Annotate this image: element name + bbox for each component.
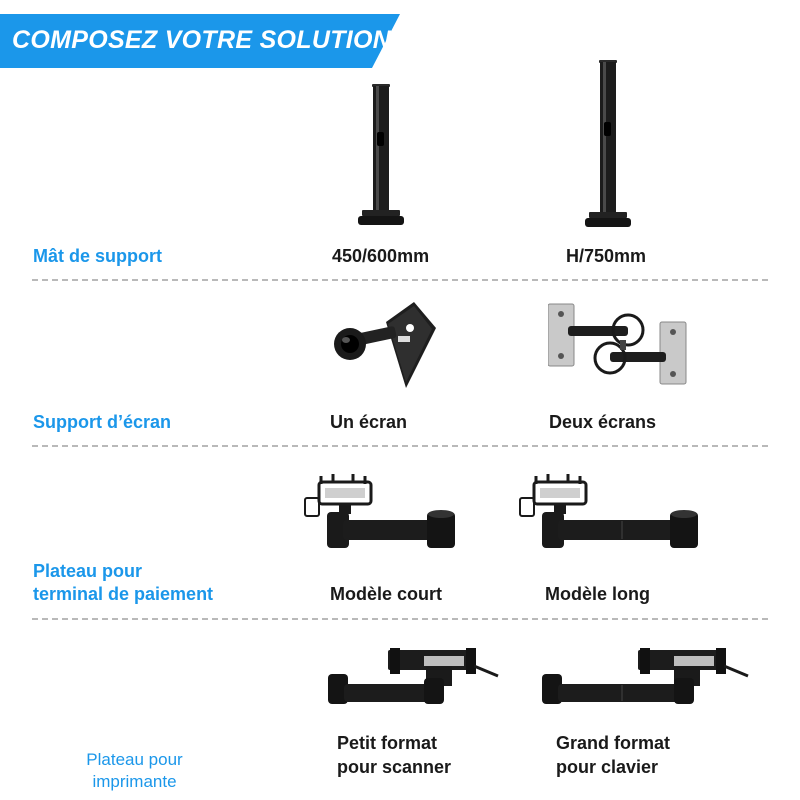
pole-short-image [358, 84, 404, 226]
section-label-screen-mount: Support d’écran [33, 412, 172, 432]
option-single-screen: Un écran [330, 412, 408, 432]
section-divider [32, 618, 768, 620]
option-long-model: Modèle long [545, 584, 650, 604]
printer-tray-large-image [542, 644, 752, 708]
pole-tall-image [585, 60, 631, 228]
option-dual-screen: Deux écrans [549, 412, 657, 432]
section-divider [32, 279, 768, 281]
option-pole-450-600: 450/600mm [332, 246, 430, 266]
section-label-support-pole: Mât de support [33, 246, 162, 266]
option-pole-750: H/750mm [566, 246, 647, 266]
single-screen-mount-image [330, 300, 440, 392]
option-large-format-line1: Grand format [556, 733, 671, 753]
option-large-format-line2: pour clavier [556, 757, 659, 777]
payment-tray-short-image [303, 472, 459, 556]
printer-tray-small-image [328, 644, 502, 708]
section-label-payment-tray-line1: Plateau pour [33, 561, 143, 581]
section-label-printer-tray-line2: imprimante [92, 772, 177, 791]
dual-screen-mount-image [548, 300, 690, 388]
title-banner [0, 14, 400, 68]
option-small-format-line1: Petit format [337, 733, 438, 753]
option-small-format-line2: pour scanner [337, 757, 452, 777]
section-label-printer-tray-line1: Plateau pour [86, 750, 183, 769]
payment-tray-long-image [518, 472, 702, 556]
section-label-payment-tray-line2: terminal de paiement [33, 584, 214, 604]
option-short-model: Modèle court [330, 584, 443, 604]
page-title: COMPOSEZ VOTRE SOLUTION [12, 26, 392, 54]
section-divider [32, 445, 768, 447]
